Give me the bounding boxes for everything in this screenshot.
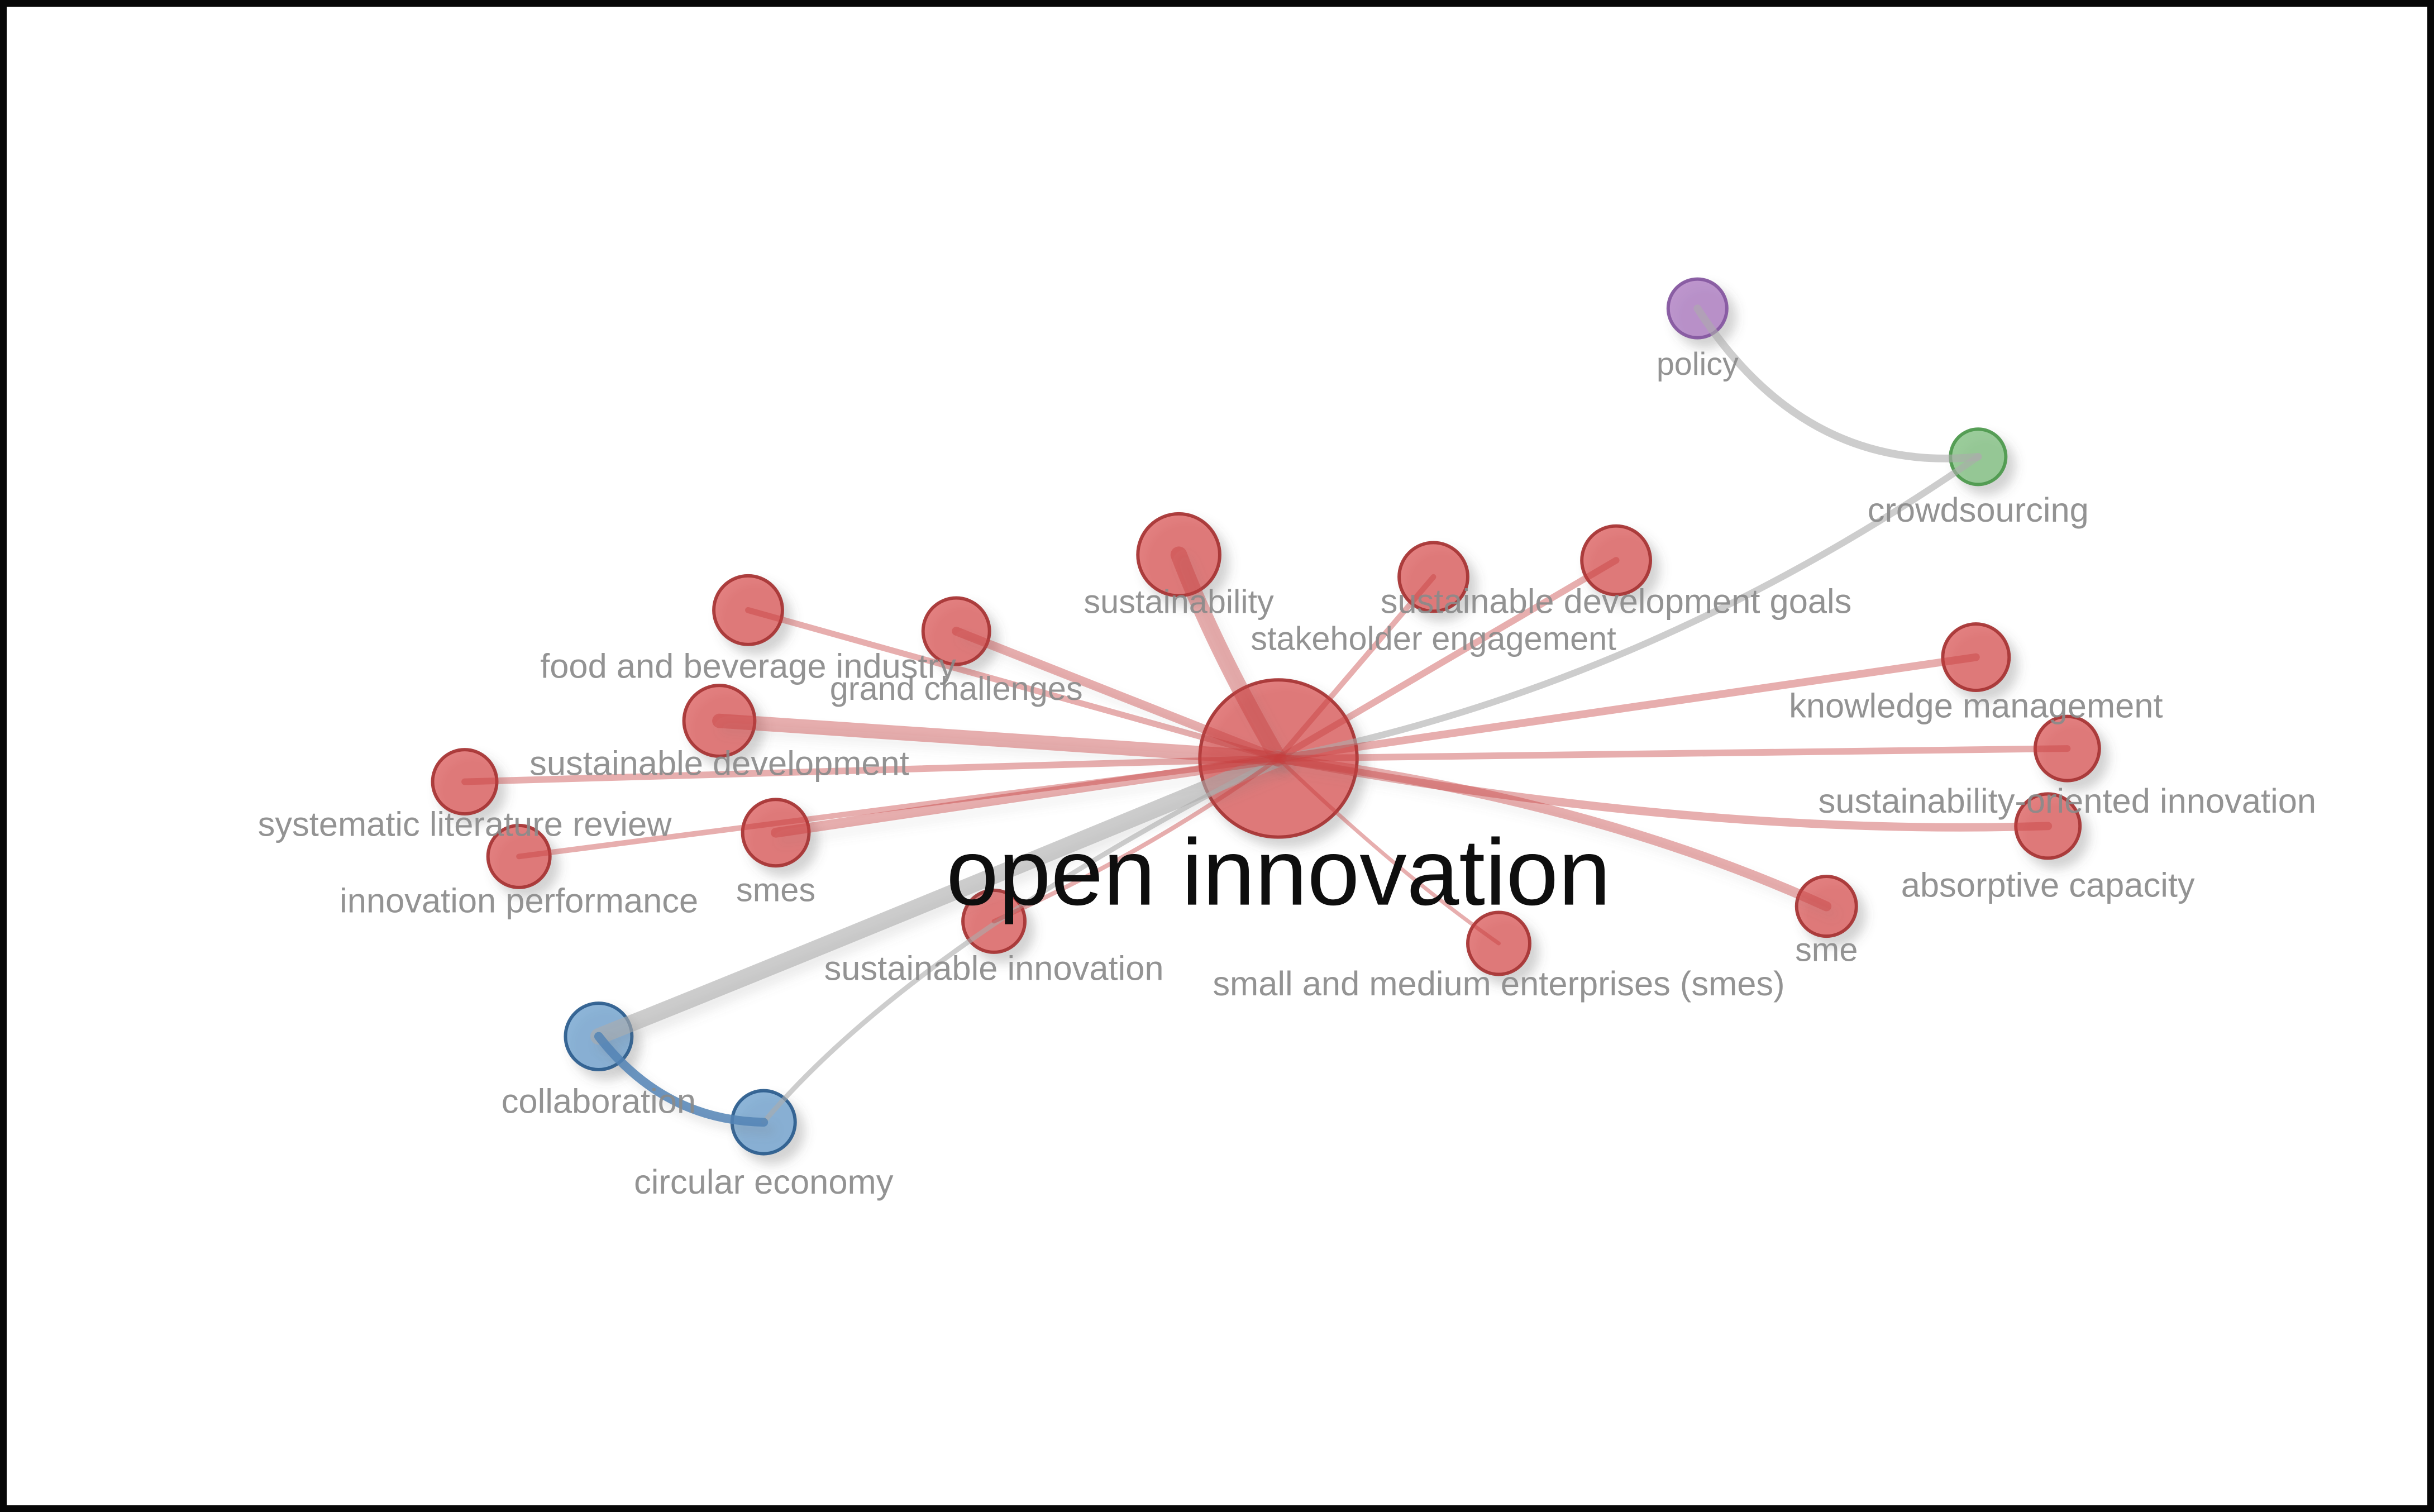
edge-open-innovation--food-and-beverage-industry xyxy=(745,607,1282,762)
edge-open-innovation--sustainable-development-goals xyxy=(1275,557,1620,762)
edge-open-innovation--grand-challenges xyxy=(952,627,1283,763)
node-label-knowledge-management[interactable]: knowledge management xyxy=(1789,687,2163,726)
network-svg: open innovation sustainabilitystakeholder… xyxy=(258,277,2316,1201)
node-systematic-literature-review[interactable] xyxy=(431,748,499,816)
edge-open-innovation--small-and-medium-enterprises xyxy=(1276,756,1501,946)
node-label-grand-challenges[interactable]: grand challenges xyxy=(830,670,1083,707)
node-absorptive-capacity[interactable] xyxy=(2014,792,2082,860)
node-label-sustainability[interactable]: sustainability xyxy=(1084,583,1274,620)
node-label-absorptive-capacity[interactable]: absorptive capacity xyxy=(1901,866,2195,905)
node-label-sustainable-development[interactable]: sustainable development xyxy=(529,745,909,783)
node-label-crowdsourcing[interactable]: crowdsourcing xyxy=(1868,491,2089,530)
node-label-sustainable-development-goals[interactable]: sustainable development goals xyxy=(1381,582,1852,621)
edge-open-innovation--crowdsourcing xyxy=(1275,453,1982,762)
node-sustainable-development-goals[interactable] xyxy=(1580,524,1653,597)
edge-open-innovation--sustainability xyxy=(1170,546,1287,767)
node-sustainability-oriented-innovation[interactable] xyxy=(2033,714,2101,783)
edge-open-innovation--sustainable-development xyxy=(712,713,1286,766)
labels-layer: open innovation sustainabilitystakeholder… xyxy=(258,346,2316,1201)
node-small-and-medium-enterprises[interactable] xyxy=(1466,910,1531,976)
node-label-sustainable-innovation[interactable]: sustainable innovation xyxy=(824,949,1164,988)
node-label-small-and-medium-enterprises[interactable]: small and medium enterprises (smes) xyxy=(1213,965,1784,1003)
edge-open-innovation--sustainable-innovation xyxy=(991,756,1281,924)
edge-open-innovation--knowledge-management xyxy=(1275,653,1980,762)
node-label-innovation-performance[interactable]: innovation performance xyxy=(340,881,698,920)
edge-open-innovation--stakeholder-engagement xyxy=(1276,574,1436,761)
node-label-stakeholder-engagement[interactable]: stakeholder engagement xyxy=(1251,620,1616,657)
edge-open-innovation--systematic-literature-review xyxy=(461,755,1282,785)
node-label-sme[interactable]: sme xyxy=(1795,931,1858,969)
nodes-layer xyxy=(431,277,2101,1156)
node-label-policy[interactable]: policy xyxy=(1657,346,1739,382)
node-food-and-beverage-industry[interactable] xyxy=(712,574,784,646)
node-stakeholder-engagement[interactable] xyxy=(1397,541,1469,613)
edge-open-innovation--smes xyxy=(771,753,1283,838)
node-innovation-performance[interactable] xyxy=(486,823,552,889)
edge-open-innovation--circular-economy xyxy=(761,756,1281,1125)
edge-open-innovation--sme xyxy=(1273,753,1832,912)
node-label-sustainability-oriented-innovation[interactable]: sustainability-oriented innovation xyxy=(1819,782,2316,821)
node-label-open-innovation[interactable]: open innovation xyxy=(946,819,1611,925)
node-knowledge-management[interactable] xyxy=(1941,622,2011,693)
edge-open-innovation--collaboration xyxy=(590,750,1287,1045)
edge-open-innovation--sustainability-oriented-innovation xyxy=(1275,745,2071,762)
node-label-smes[interactable]: smes xyxy=(736,871,815,909)
edges-layer xyxy=(461,304,2071,1127)
node-label-food-and-beverage-industry[interactable]: food and beverage industry xyxy=(540,647,956,685)
edge-collaboration--circular-economy xyxy=(594,1032,769,1127)
node-label-circular-economy[interactable]: circular economy xyxy=(634,1163,894,1201)
edge-policy--crowdsourcing xyxy=(1693,304,1982,462)
node-label-collaboration[interactable]: collaboration xyxy=(502,1082,696,1120)
node-label-systematic-literature-review[interactable]: systematic literature review xyxy=(258,805,672,844)
